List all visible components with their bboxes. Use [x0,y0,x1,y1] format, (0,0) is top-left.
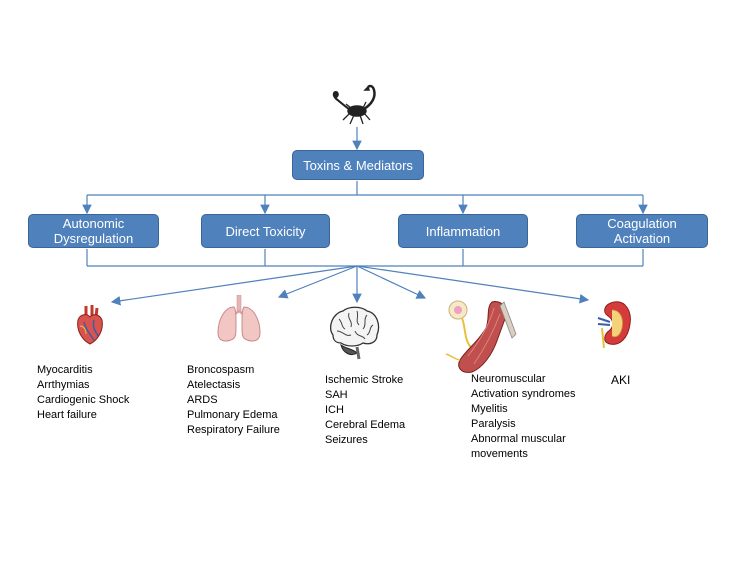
scorpion-icon [332,84,376,125]
brain-complications-list: Ischemic Stroke SAH ICH Cerebral Edema S… [325,373,405,448]
coagulation-activation-box: Coagulation Activation [576,214,708,248]
list-item: Ischemic Stroke [325,374,404,386]
list-item: ARDS [187,394,218,406]
list-item: ICH [325,404,344,416]
list-item: Heart failure [37,409,97,421]
list-item: Paralysis [471,418,516,430]
list-item: Atelectasis [187,379,241,391]
list-item: movements [471,448,528,460]
list-item: Arrthymias [37,379,90,391]
list-item: Cerebral Edema [325,419,406,431]
list-item: Neuromuscular [471,373,546,385]
list-item: Seizures [325,434,368,446]
list-item: Myelitis [471,403,508,415]
list-item: SAH [325,389,348,401]
lungs-icon [217,295,261,342]
kidney-icon [597,301,631,348]
toxins-mediators-box: Toxins & Mediators [292,150,424,180]
list-item: Broncospasm [187,364,255,376]
direct-toxicity-box: Direct Toxicity [201,214,330,248]
list-item: AKI [611,373,631,387]
heart-complications-list: Myocarditis Arrthymias Cardiogenic Shock… [37,363,129,423]
muscle-complications-list: Neuromuscular Activation syndromes Myeli… [471,372,576,462]
heart-icon [77,305,103,345]
brain-icon [329,306,380,360]
list-item: Activation syndromes [471,388,576,400]
list-item: Cardiogenic Shock [37,394,130,406]
muscle-icon [445,300,517,373]
list-item: Pulmonary Edema [187,409,278,421]
lung-complications-list: Broncospasm Atelectasis ARDS Pulmonary E… [187,363,280,438]
list-item: Respiratory Failure [187,424,280,436]
inflammation-box: Inflammation [398,214,528,248]
list-item: Abnormal muscular [471,433,566,445]
list-item: Myocarditis [37,364,93,376]
autonomic-dysregulation-box: Autonomic Dysregulation [28,214,159,248]
kidney-complications-list: AKI [611,373,630,388]
